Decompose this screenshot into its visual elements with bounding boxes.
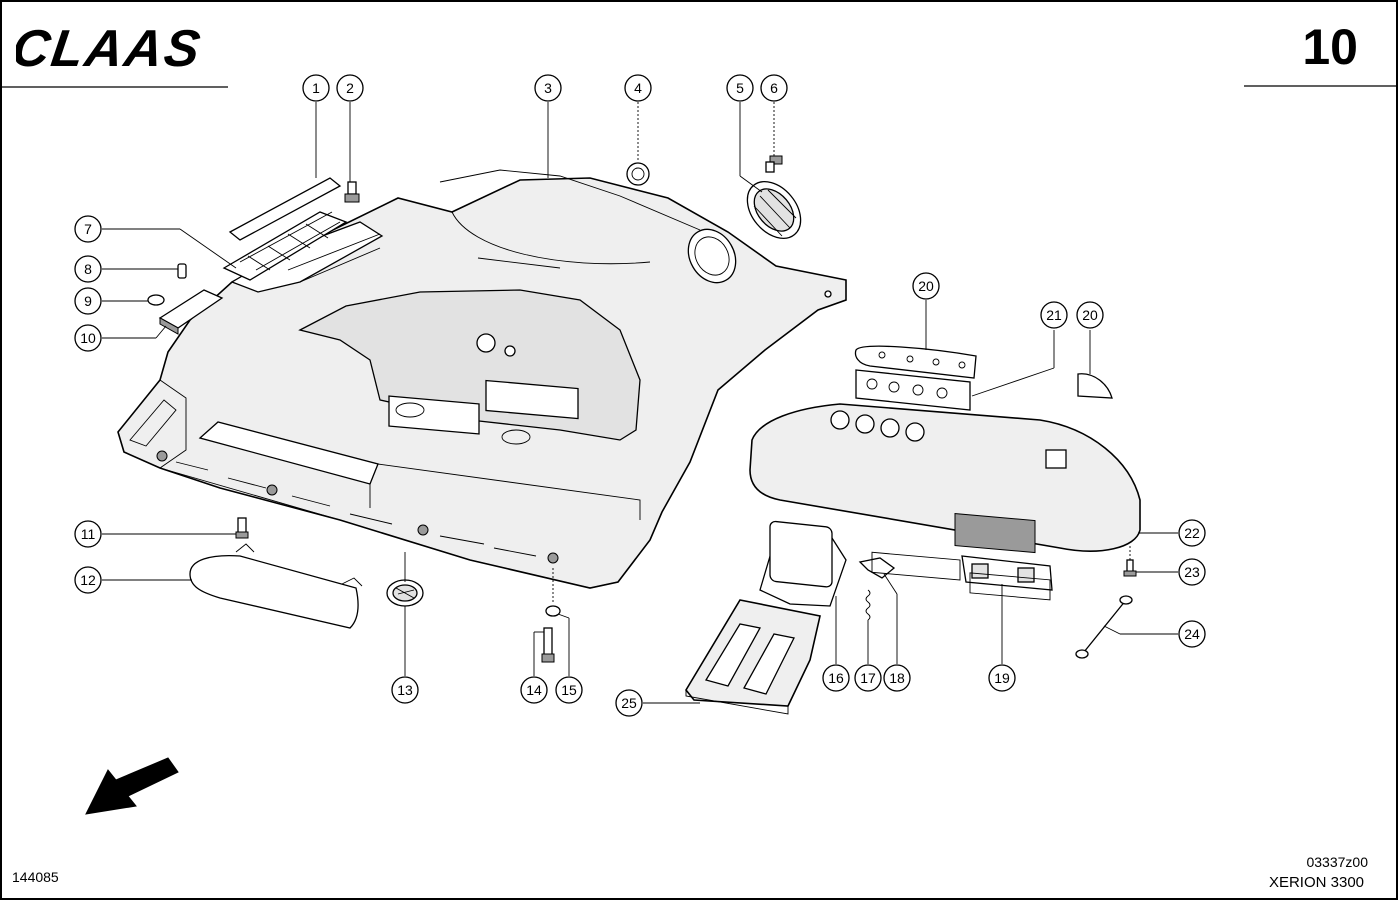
callout-2: 2 <box>336 74 364 102</box>
roof-liner-part <box>117 169 847 589</box>
page-number: 10 <box>1302 19 1358 75</box>
callout-11: 11 <box>74 520 102 548</box>
part-17-spring <box>865 589 871 621</box>
leader-lines <box>102 102 1178 704</box>
callout-label: 15 <box>561 682 577 698</box>
direction-arrow-icon <box>85 757 179 815</box>
part-2-screw <box>344 181 360 203</box>
part-21-switch-panel <box>855 369 971 411</box>
part-23-screw <box>1123 559 1137 577</box>
callout-7: 7 <box>74 215 102 243</box>
callout-12: 12 <box>74 566 102 594</box>
callout-5: 5 <box>726 74 754 102</box>
callout-9: 9 <box>74 287 102 315</box>
callout-14: 14 <box>520 676 548 704</box>
callout-label: 24 <box>1184 626 1200 642</box>
callout-label: 17 <box>860 670 876 686</box>
callout-label: 13 <box>397 682 413 698</box>
callout-18: 18 <box>883 664 911 692</box>
callout-label: 18 <box>889 670 905 686</box>
part-20-plate <box>854 345 977 379</box>
callout-10: 10 <box>74 324 102 352</box>
callout-label: 12 <box>80 572 96 588</box>
document-id: 144085 <box>12 869 59 885</box>
callout-label: 11 <box>81 526 96 542</box>
part-18-latch <box>858 557 896 579</box>
drawing-code: 03337z00 <box>1306 854 1368 870</box>
callout-20-upper: 20 <box>912 272 940 300</box>
part-1-strip <box>228 177 342 241</box>
callout-1: 1 <box>302 74 330 102</box>
callout-6: 6 <box>760 74 788 102</box>
part-9-plug <box>147 294 165 306</box>
callout-label: 21 <box>1046 307 1062 323</box>
callout-15: 15 <box>555 676 583 704</box>
callout-24: 24 <box>1178 620 1206 648</box>
callout-label: 8 <box>84 261 92 277</box>
callout-23: 23 <box>1178 558 1206 586</box>
callout-25: 25 <box>615 689 643 717</box>
part-7-grille <box>222 211 348 281</box>
claas-logo: CLAAS <box>16 22 205 70</box>
callout-13: 13 <box>391 676 419 704</box>
part-22-overhead-console <box>749 403 1141 601</box>
machine-model: XERION 3300 <box>1268 874 1364 891</box>
part-12-sun-visor <box>189 543 363 629</box>
callout-label: 16 <box>828 670 844 686</box>
callout-label: 6 <box>770 80 778 96</box>
callout-label: 20 <box>1082 307 1098 323</box>
callout-3: 3 <box>534 74 562 102</box>
callout-label: 9 <box>84 293 92 309</box>
part-25-storage-tray <box>685 599 821 715</box>
part-5-round-vent <box>746 181 802 239</box>
callout-label: 14 <box>526 682 542 698</box>
callout-21: 21 <box>1040 301 1068 329</box>
callout-label: 25 <box>621 695 637 711</box>
callout-label: 10 <box>80 330 96 346</box>
callout-20-right: 20 <box>1076 301 1104 329</box>
callout-label: 7 <box>84 221 92 237</box>
part-6-screw <box>765 155 783 173</box>
callout-label: 22 <box>1184 525 1200 541</box>
part-14-bolt <box>541 627 555 663</box>
part-24-cable <box>1075 595 1133 659</box>
part-8-clip <box>177 263 187 279</box>
part-11-screw <box>235 517 249 539</box>
callout-4: 4 <box>624 74 652 102</box>
part-15-washer <box>545 605 561 617</box>
callout-8: 8 <box>74 255 102 283</box>
callout-label: 2 <box>346 80 354 96</box>
callout-label: 1 <box>312 80 320 96</box>
part-20-end-cap <box>1077 373 1113 399</box>
callout-22: 22 <box>1178 519 1206 547</box>
callout-17: 17 <box>854 664 882 692</box>
callout-label: 4 <box>634 80 642 96</box>
callout-label: 23 <box>1184 564 1200 580</box>
callout-label: 20 <box>918 278 934 294</box>
brand-text: CLAAS <box>16 22 205 70</box>
part-10-switch <box>158 289 224 335</box>
callout-label: 3 <box>544 80 552 96</box>
callout-label: 19 <box>994 670 1010 686</box>
callout-label: 5 <box>736 80 744 96</box>
callout-16: 16 <box>822 664 850 692</box>
part-4-grommet <box>626 162 650 186</box>
part-13-air-vent <box>386 579 424 607</box>
callout-19: 19 <box>988 664 1016 692</box>
